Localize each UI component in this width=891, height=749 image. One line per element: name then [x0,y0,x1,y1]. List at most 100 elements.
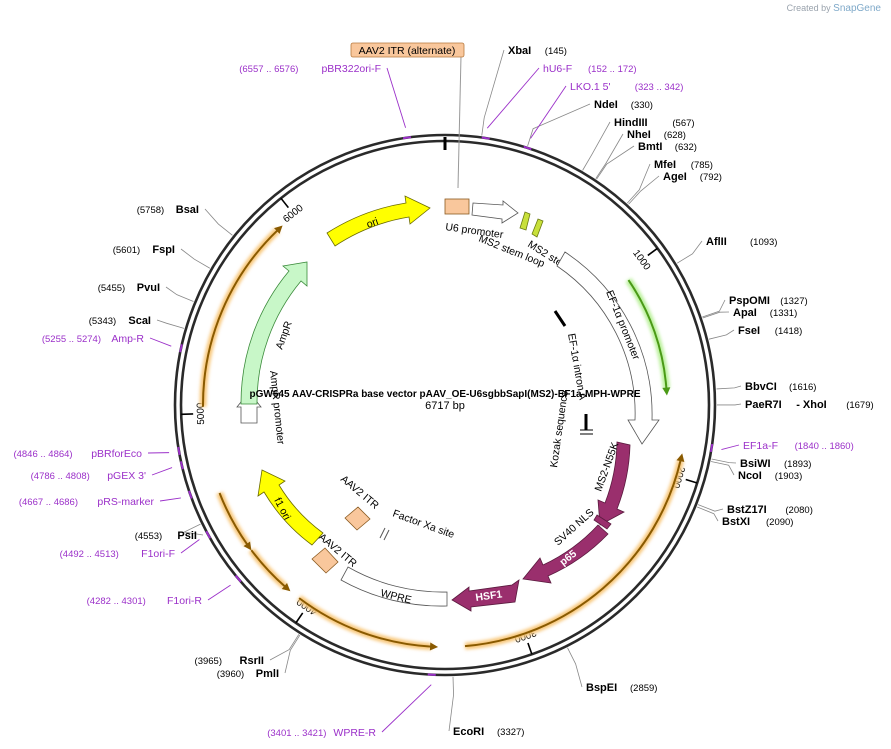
tick-6000 [280,197,290,209]
feature-hsf1[interactable]: HSF1 [451,579,520,612]
primer-range: (3401 .. 3421) [267,728,326,739]
enzyme-position: (785) [691,160,713,171]
aav2-itr-alternate-label[interactable]: AAV2 ITR (alternate) [350,42,465,189]
enzyme-name: BmtI [638,141,662,153]
enzyme-site-bspei[interactable]: BspEI(2859) [567,647,658,694]
enzyme-site-xbai[interactable]: XbaI(145) [481,45,567,136]
snapgene-logo: SnapGene [833,3,881,14]
enzyme-name: PmlI [256,668,279,680]
enzyme-site-agei[interactable]: AgeI(792) [628,171,722,205]
enzyme-site-psii[interactable]: PsiI(4553) [135,523,204,542]
feature-aav2-itr-2[interactable]: AAV2 ITR [338,473,381,531]
feature-ms2-n55k[interactable]: MS2-N55K [593,441,631,526]
enzyme-site-ncoi[interactable]: NcoI(1903) [710,461,802,482]
plasmid-title: pGW645 AAV-CRISPRa base vector pAAV_OE-U… [250,389,641,400]
enzyme-site-pmli[interactable]: PmlI(3960) [217,634,301,680]
primer-f1ori-f[interactable]: F1ori-F(4492 .. 4513) [60,530,212,560]
primer-prs-marker[interactable]: pRS-marker(4667 .. 4686) [19,490,193,508]
primer-range: (4667 .. 4686) [19,497,78,508]
enzyme-site-bstxi[interactable]: BstXI(2090) [697,506,793,528]
enzyme-name: FseI [738,325,760,337]
primer-name: F1ori-F [141,548,175,560]
enzyme-name: NdeI [594,99,618,111]
enzyme-name: PsiI [177,530,197,542]
tick-label-1000: 1000 [630,248,652,273]
enzyme-site-fsei[interactable]: FseI(1418) [708,325,802,340]
enzyme-position: (628) [664,130,686,141]
enzyme-site-paer7i[interactable]: PaeR7I- XhoI(1679) [716,399,874,411]
enzyme-name: AflII [706,236,727,248]
aav2-itr-label-2: AAV2 ITR [338,473,381,512]
hsf1-label: HSF1 [475,588,503,604]
kozak-label: Kozak sequence [548,390,571,469]
enzyme-site-nhei[interactable]: NheI(628) [595,129,686,179]
tick-1000 [647,247,658,257]
enzyme-name: FspI [152,244,175,256]
enzyme-position: (1331) [770,308,797,319]
enzyme-site-apai[interactable]: ApaI(1331) [702,307,798,319]
primer-name: Amp-R [111,333,144,345]
enzyme-site-scai[interactable]: ScaI(5343) [89,315,185,329]
feature-wpre[interactable]: WPRE [340,566,448,607]
feature-ef1a-intron[interactable]: EF-1α intron A [553,310,589,401]
enzyme-site-bbvci[interactable]: BbvCI(1616) [716,381,817,393]
tick-label-6000: 6000 [281,202,306,225]
orf-arc-ampr[interactable] [199,225,283,407]
feature-f1-ori[interactable]: f1 ori [257,469,324,546]
enzyme-site-ndei[interactable]: NdeI(330) [527,99,653,146]
primer-name: F1ori-R [167,595,202,607]
primer-sites: hU6-F(152 .. 172)LKO.1 5'(323 .. 342) EF1… [13,63,853,739]
ampr-promoter-label: AmpR promoter [267,370,287,445]
primer-amp-r[interactable]: Amp-R (5255 .. 5274) [42,333,183,353]
enzyme-site-rsrii[interactable]: RsrII(3965) [195,634,300,667]
primer-pgex-3-[interactable]: pGEX 3'(4786 .. 4808) [31,461,184,482]
primer-hu6-f[interactable]: hU6-F(152 .. 172) [481,63,637,140]
orf-arc-egfp[interactable] [625,278,671,396]
primer-range: (4846 .. 4864) [13,449,72,460]
primer-pbr322ori-f[interactable]: pBR322ori-F(6557 .. 6576) [239,63,412,140]
enzyme-site-hindiii[interactable]: HindIII(567) [582,117,695,171]
primer-wpre-r[interactable]: WPRE-R(3401 .. 3421) [267,673,436,739]
enzyme-name: PaeR7I [745,399,782,411]
enzyme-site-pvui[interactable]: PvuI(5455) [98,282,194,302]
snapgene-credit: Created by SnapGene [787,3,881,14]
primer-f1ori-r[interactable]: F1ori-R(4282 .. 4301) [87,574,242,607]
enzyme-site-ecori[interactable]: EcoRI(3327) [448,676,524,738]
enzyme-site-bsiwi[interactable]: BsiWI (1893) [711,458,812,470]
enzyme-name: BbvCI [745,381,777,393]
aav2-itr-alternate-text: AAV2 ITR (alternate) [359,45,456,57]
primer-pbrforeco[interactable]: pBRforEco(4846 .. 4864) [13,446,181,460]
feature-ori[interactable]: ori [326,195,431,247]
primer-lko-1-5-[interactable]: LKO.1 5'(323 .. 342) [523,81,684,151]
enzyme-position: (1893) [784,459,811,470]
enzyme-position: (2080) [785,505,812,516]
orf-arc-mph[interactable] [464,453,685,650]
feature-factor-xa[interactable]: Factor Xa site [379,508,456,541]
primer-name: hU6-F [543,63,572,75]
enzyme-site-bsai[interactable]: BsaI(5758) [137,204,233,236]
feature-kozak[interactable]: Kozak sequence [548,390,593,469]
enzyme-position: (3965) [195,656,222,667]
enzyme-position: (1093) [750,237,777,248]
tick-label-5000: 5000 [195,402,207,425]
enzyme-name: PvuI [137,282,160,294]
enzyme-site-bstz17i[interactable]: BstZ17I(2080) [697,504,813,516]
orf-arc-f1[interactable] [248,548,291,592]
orf-arc-ampr-upstream[interactable] [216,491,252,551]
enzyme-site-mfei[interactable]: MfeI(785) [626,159,713,204]
enzyme-site-aflii[interactable]: AflII (1093) [676,236,777,264]
enzyme-position: (632) [675,142,697,153]
primer-range: (6557 .. 6576) [239,64,298,75]
orf-arc-wpre[interactable] [297,595,439,651]
enzyme-site-pspomi[interactable]: PspOMI(1327) [702,295,808,318]
enzyme-site-bmti[interactable]: BmtI (632) [596,141,697,180]
enzyme-name: BsiWI [740,458,771,470]
enzyme-name: PspOMI [729,295,770,307]
primer-ef1a-f[interactable]: EF1a-F(1840 .. 1860) [709,440,854,453]
enzyme-extra: - XhoI [796,399,827,411]
primer-range: (5255 .. 5274) [42,334,101,345]
enzyme-site-fspi[interactable]: FspI(5601) [113,244,211,269]
ampr-label: AmpR [274,319,295,351]
